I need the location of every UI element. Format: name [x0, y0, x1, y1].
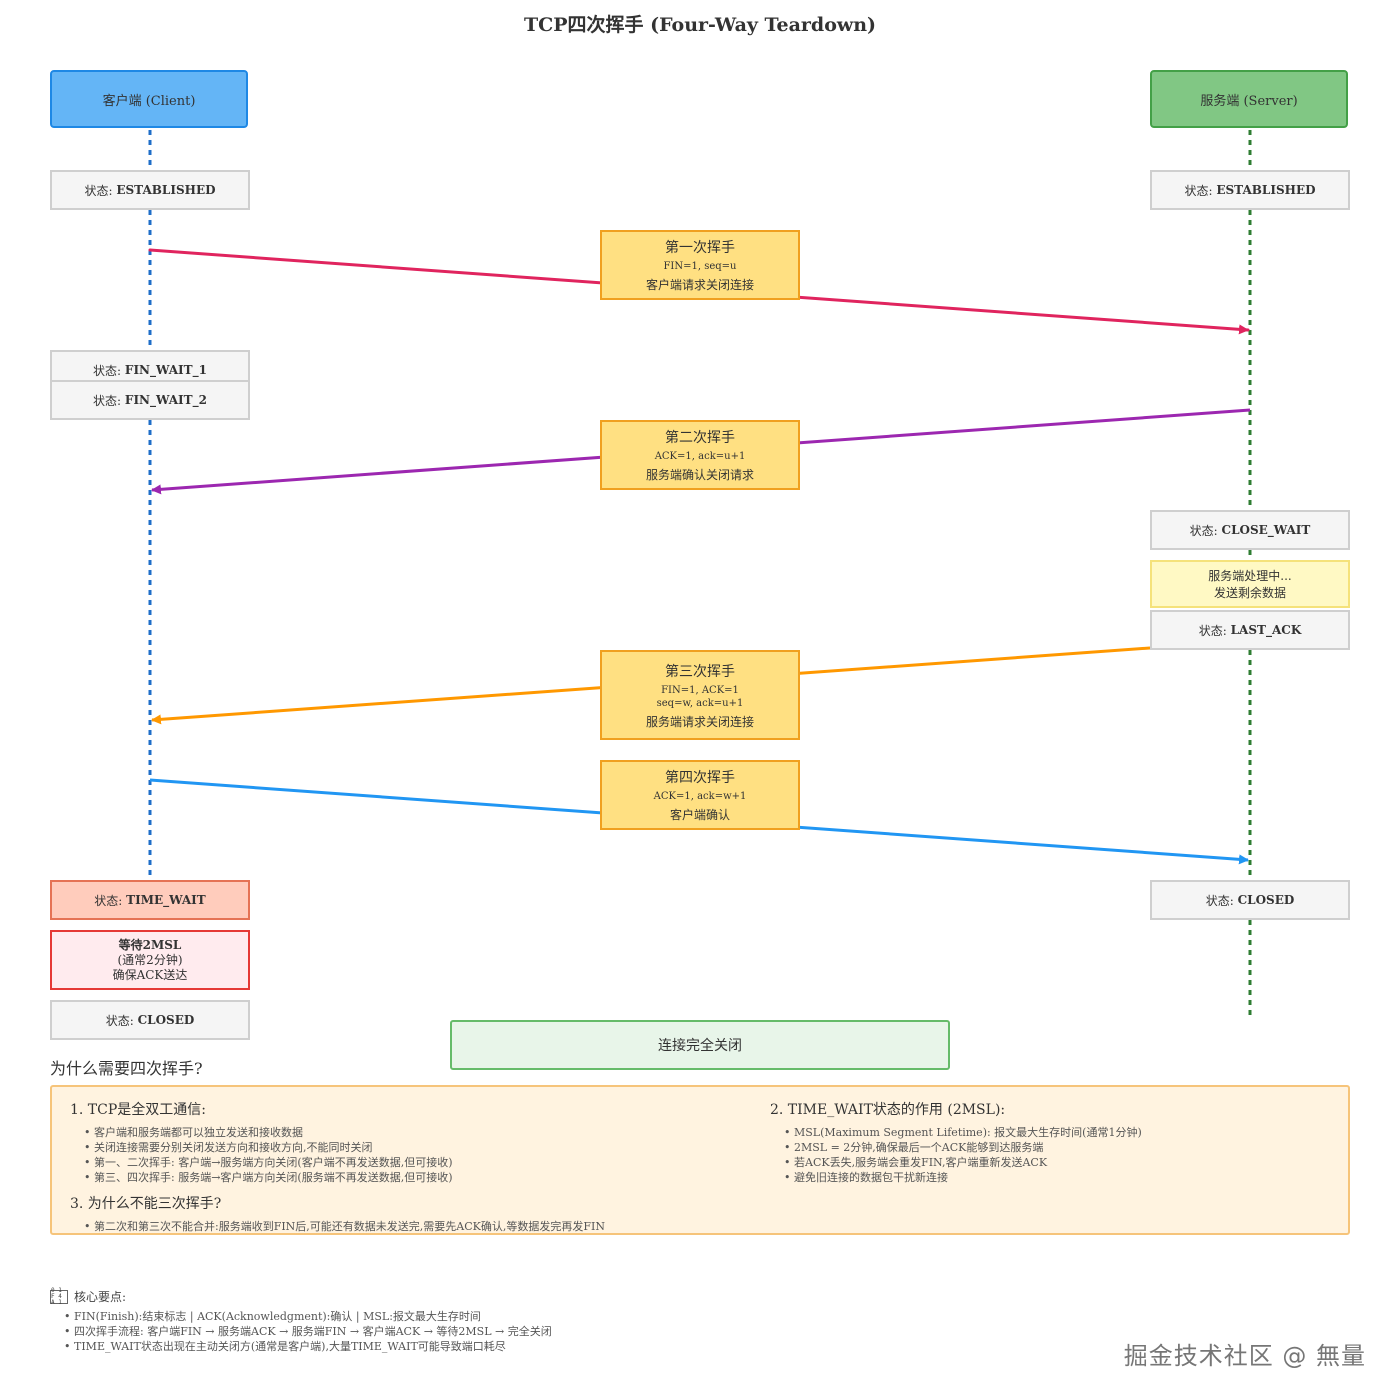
handshake-flags: FIN=1, ACK=1: [661, 684, 739, 696]
client-state-time-wait: 状态: TIME_WAIT: [50, 880, 250, 920]
handshake-title: 第一次挥手: [665, 240, 735, 256]
server-processing-note: 服务端处理中... 发送剩余数据: [1150, 560, 1350, 608]
info-box: 1. TCP是全双工通信: 客户端和服务端都可以独立发送和接收数据 关闭连接需要…: [50, 1085, 1350, 1235]
list-item: 四次挥手流程: 客户端FIN → 服务端ACK → 服务端FIN → 客户端AC…: [64, 1324, 552, 1339]
state-value: ESTABLISHED: [1216, 183, 1316, 197]
state-prefix: 状态:: [84, 183, 113, 198]
diagram-title: TCP四次挥手 (Four-Way Teardown): [523, 14, 877, 36]
handshake-1: 第一次挥手 FIN=1, seq=u 客户端请求关闭连接: [600, 230, 800, 300]
handshake-3: 第三次挥手 FIN=1, ACK=1 seq=w, ack=u+1 服务端请求关…: [600, 650, 800, 740]
handshake-desc: 服务端请求关闭连接: [645, 714, 754, 729]
server-state-closed: 状态: CLOSED: [1150, 880, 1350, 920]
client-state-closed: 状态: CLOSED: [50, 1000, 250, 1040]
list-item: 第二次和第三次不能合并:服务端收到FIN后,可能还有数据未发送完,需要先ACK确…: [84, 1219, 1330, 1234]
state-value: CLOSED: [1237, 893, 1295, 907]
watermark: 掘金技术社区 @ 無量: [1123, 1342, 1366, 1370]
state-value: LAST_ACK: [1230, 623, 1302, 637]
handshake-title: 第四次挥手: [665, 770, 735, 786]
state-prefix: 状态:: [1184, 183, 1213, 198]
state-prefix: 状态:: [93, 393, 122, 408]
list-item: 客户端和服务端都可以独立发送和接收数据: [84, 1125, 750, 1140]
note-line: 服务端处理中...: [1208, 569, 1292, 583]
list-item: 避免旧连接的数据包干扰新连接: [784, 1170, 1330, 1185]
list-item: 关闭连接需要分别关闭发送方向和接收方向,不能同时关闭: [84, 1140, 750, 1155]
connection-closed-banner: 连接完全关闭: [450, 1020, 950, 1070]
list-item: TIME_WAIT状态出现在主动关闭方(通常是客户端),大量TIME_WAIT可…: [64, 1339, 552, 1354]
state-value: ESTABLISHED: [116, 183, 216, 197]
info-section-2: 2. TIME_WAIT状态的作用 (2MSL): MSL(Maximum Se…: [770, 1099, 1330, 1185]
server-actor-label: 服务端 (Server): [1200, 93, 1298, 109]
key-points-icon: 0 1 F 4 A 1: [50, 1287, 68, 1305]
list-item: 若ACK丢失,服务端会重发FIN,客户端重新发送ACK: [784, 1155, 1330, 1170]
handshake-4: 第四次挥手 ACK=1, ack=w+1 客户端确认: [600, 760, 800, 830]
server-state-established: 状态: ESTABLISHED: [1150, 170, 1350, 210]
client-state-fin-wait-2: 状态: FIN_WAIT_2: [50, 380, 250, 420]
state-value: CLOSED: [137, 1013, 195, 1027]
state-value: FIN_WAIT_2: [124, 393, 207, 407]
client-actor: 客户端 (Client): [50, 70, 248, 128]
section-heading: 1. TCP是全双工通信:: [70, 1102, 206, 1118]
client-actor-label: 客户端 (Client): [102, 93, 196, 109]
state-prefix: 状态:: [1198, 623, 1227, 638]
list-item: 第三、四次挥手: 服务端→客户端方向关闭(服务端不再发送数据,但可接收): [84, 1170, 750, 1185]
handshake-flags: seq=w, ack=u+1: [656, 697, 744, 709]
note-line: 等待2MSL: [118, 937, 182, 952]
info-section-3: 3. 为什么不能三次挥手? 第二次和第三次不能合并:服务端收到FIN后,可能还有…: [70, 1193, 1330, 1234]
handshake-flags: FIN=1, seq=u: [663, 261, 737, 272]
handshake-desc: 客户端确认: [669, 808, 730, 822]
state-value: CLOSE_WAIT: [1221, 523, 1311, 537]
note-line: 确保ACK送达: [112, 967, 188, 982]
section-heading: 2. TIME_WAIT状态的作用 (2MSL):: [770, 1102, 1006, 1118]
server-state-last-ack: 状态: LAST_ACK: [1150, 610, 1350, 650]
state-prefix: 状态:: [1205, 893, 1234, 908]
key-points: 0 1 F 4 A 1 核心要点: FIN(Finish):结束标志 | ACK…: [50, 1287, 552, 1354]
info-section-1: 1. TCP是全双工通信: 客户端和服务端都可以独立发送和接收数据 关闭连接需要…: [70, 1099, 750, 1185]
handshake-flags: ACK=1, ack=u+1: [654, 451, 746, 462]
why-heading: 为什么需要四次挥手?: [50, 1059, 203, 1078]
state-prefix: 状态:: [1189, 523, 1218, 538]
handshake-title: 第三次挥手: [665, 663, 735, 680]
list-item: 第一、二次挥手: 客户端→服务端方向关闭(客户端不再发送数据,但可接收): [84, 1155, 750, 1170]
state-prefix: 状态:: [94, 893, 123, 908]
state-value: TIME_WAIT: [126, 893, 206, 907]
handshake-desc: 客户端请求关闭连接: [645, 278, 754, 292]
note-line: (通常2分钟): [117, 952, 183, 967]
state-value: FIN_WAIT_1: [124, 363, 207, 377]
section-heading: 3. 为什么不能三次挥手?: [70, 1196, 222, 1212]
server-state-close-wait: 状态: CLOSE_WAIT: [1150, 510, 1350, 550]
list-item: FIN(Finish):结束标志 | ACK(Acknowledgment):确…: [64, 1309, 552, 1324]
state-prefix: 状态:: [93, 363, 122, 378]
state-prefix: 状态:: [105, 1013, 134, 1028]
list-item: MSL(Maximum Segment Lifetime): 报文最大生存时间(…: [784, 1125, 1330, 1140]
client-state-established: 状态: ESTABLISHED: [50, 170, 250, 210]
handshake-flags: ACK=1, ack=w+1: [653, 791, 747, 802]
handshake-2: 第二次挥手 ACK=1, ack=u+1 服务端确认关闭请求: [600, 420, 800, 490]
handshake-desc: 服务端确认关闭请求: [645, 468, 754, 482]
note-line: 发送剩余数据: [1213, 586, 1286, 600]
banner-label: 连接完全关闭: [658, 1038, 742, 1054]
time-wait-note: 等待2MSL (通常2分钟) 确保ACK送达: [50, 930, 250, 990]
key-points-heading: 核心要点:: [74, 1290, 127, 1304]
server-actor: 服务端 (Server): [1150, 70, 1348, 128]
handshake-title: 第二次挥手: [665, 430, 735, 446]
list-item: 2MSL = 2分钟,确保最后一个ACK能够到达服务端: [784, 1140, 1330, 1155]
